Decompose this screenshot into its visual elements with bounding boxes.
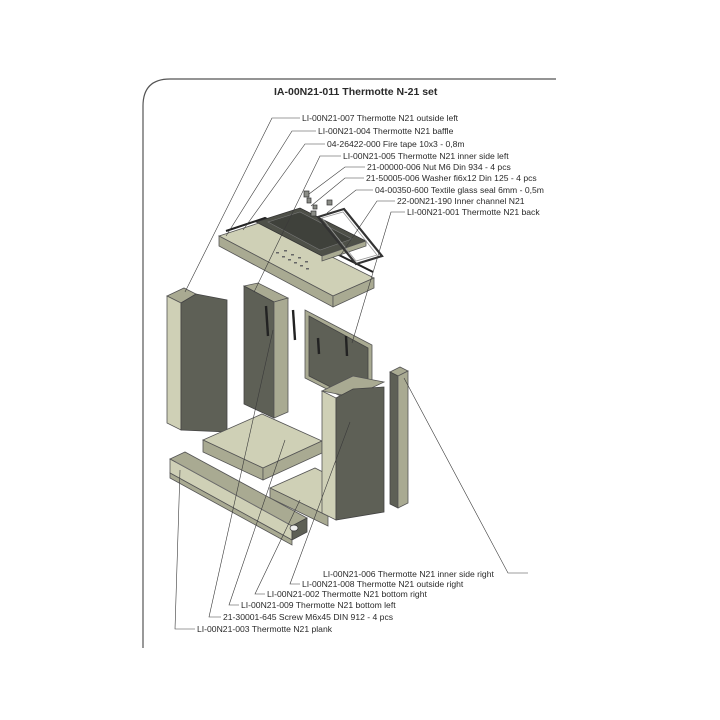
label-plank: LI-00N21-003 Thermotte N21 plank bbox=[197, 624, 333, 634]
label-fire-tape: 04-26422-000 Fire tape 10x3 - 0,8m bbox=[327, 139, 465, 149]
inner-channel-part bbox=[254, 207, 384, 266]
label-inner-channel: 22-00N21-190 Inner channel N21 bbox=[397, 196, 525, 206]
label-washer: 21-50005-006 Washer fi6x12 Din 125 - 4 p… bbox=[366, 173, 537, 183]
baffle-part bbox=[217, 221, 375, 308]
plank-part bbox=[169, 451, 308, 546]
outside-right-part bbox=[320, 375, 386, 521]
inner-side-right-part bbox=[389, 366, 409, 509]
label-outside-right: LI-00N21-008 Thermotte N21 outside right bbox=[302, 579, 464, 589]
label-bottom-left: LI-00N21-009 Thermotte N21 bottom left bbox=[241, 600, 396, 610]
drawing-frame bbox=[142, 78, 556, 648]
label-back: LI-00N21-001 Thermotte N21 back bbox=[407, 207, 540, 217]
label-screw: 21-30001-645 Screw M6x45 DIN 912 - 4 pcs bbox=[223, 612, 393, 622]
label-baffle: LI-00N21-004 Thermotte N21 baffle bbox=[318, 126, 454, 136]
outside-left-part bbox=[166, 287, 228, 433]
label-glass-seal: 04-00350-600 Textile glass seal 6mm - 0,… bbox=[375, 185, 544, 195]
inner-side-left-part bbox=[242, 282, 297, 419]
label-inner-side-right: LI-00N21-006 Thermotte N21 inner side ri… bbox=[323, 569, 494, 579]
diagram-title: IA-00N21-011 Thermotte N-21 set bbox=[274, 86, 438, 98]
leader-lines bbox=[174, 117, 528, 630]
label-nut: 21-00000-006 Nut M6 Din 934 - 4 pcs bbox=[367, 162, 511, 172]
label-bottom-right: LI-00N21-002 Thermotte N21 bottom right bbox=[267, 589, 427, 599]
label-inner-side-left: LI-00N21-005 Thermotte N21 inner side le… bbox=[343, 151, 509, 161]
label-outside-left: LI-00N21-007 Thermotte N21 outside left bbox=[302, 113, 459, 123]
